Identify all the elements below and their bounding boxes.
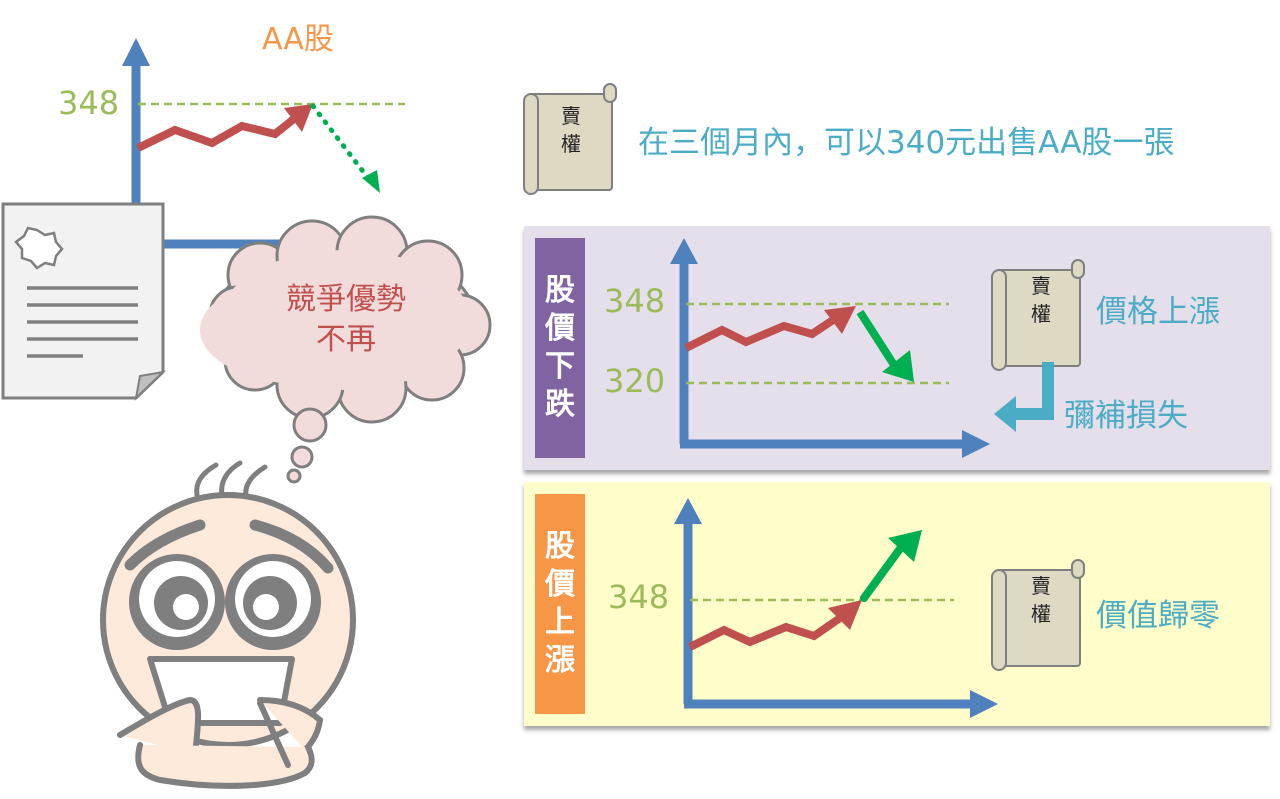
label-char: 價: [545, 311, 575, 346]
label-char: 上: [545, 605, 575, 640]
scroll-text: 賣 權: [559, 102, 583, 158]
worried-face-character-icon: [100, 460, 356, 789]
scroll-char-2: 權: [1031, 302, 1051, 326]
main-stock-chart: [122, 38, 405, 249]
price-label-high: 348: [608, 578, 670, 616]
thought-line-2: 不再: [316, 322, 376, 357]
panel-label-price-rise: 股 價 上 漲: [535, 494, 585, 714]
label-char: 股: [545, 529, 575, 564]
label-char: 漲: [545, 643, 575, 678]
result-text-price-rise: 價格上漲: [1096, 294, 1220, 330]
scroll-char-1: 賣: [561, 104, 581, 128]
thought-bubble-text: 競爭優勢 不再: [246, 280, 446, 360]
label-char: 下: [545, 349, 575, 384]
result-text-value-zero: 價值歸零: [1096, 598, 1220, 634]
thought-bubble-cloud: [200, 215, 492, 484]
put-option-scroll-icon: [523, 83, 617, 195]
price-label-348: 348: [58, 84, 120, 122]
panel-price-rise: 股 價 上 漲 348 賣 權 價值歸零: [524, 482, 1270, 726]
price-label-high: 348: [604, 282, 666, 320]
scroll-char-1: 賣: [1031, 274, 1051, 298]
scroll-text: 賣 權: [1029, 572, 1053, 628]
scroll-char-1: 賣: [1031, 574, 1051, 598]
scroll-char-2: 權: [561, 132, 581, 156]
panel-price-fall: 股 價 下 跌 348 320 賣 權 價格上漲 彌補損失: [524, 226, 1270, 470]
label-char: 價: [545, 567, 575, 602]
statement-text: 在三個月內，可以340元出售AA股一張: [638, 125, 1175, 161]
document-certificate-icon: [1, 202, 167, 401]
label-char: 跌: [545, 387, 575, 422]
scroll-text: 賣 權: [1029, 272, 1053, 328]
fall-chart: [670, 238, 990, 458]
stock-title: AA股: [262, 22, 334, 57]
return-arrow-icon: [994, 362, 1054, 432]
put-option-scroll-icon: [991, 559, 1085, 671]
label-char: 股: [545, 273, 575, 308]
thought-line-1: 競爭優勢: [286, 282, 406, 317]
note-text-offset-loss: 彌補損失: [1064, 398, 1188, 434]
put-option-scroll-icon: [991, 259, 1085, 371]
scroll-char-2: 權: [1031, 602, 1051, 626]
panel-label-price-fall: 股 價 下 跌: [535, 238, 585, 458]
price-label-low: 320: [604, 362, 666, 400]
rise-chart: [674, 498, 998, 718]
